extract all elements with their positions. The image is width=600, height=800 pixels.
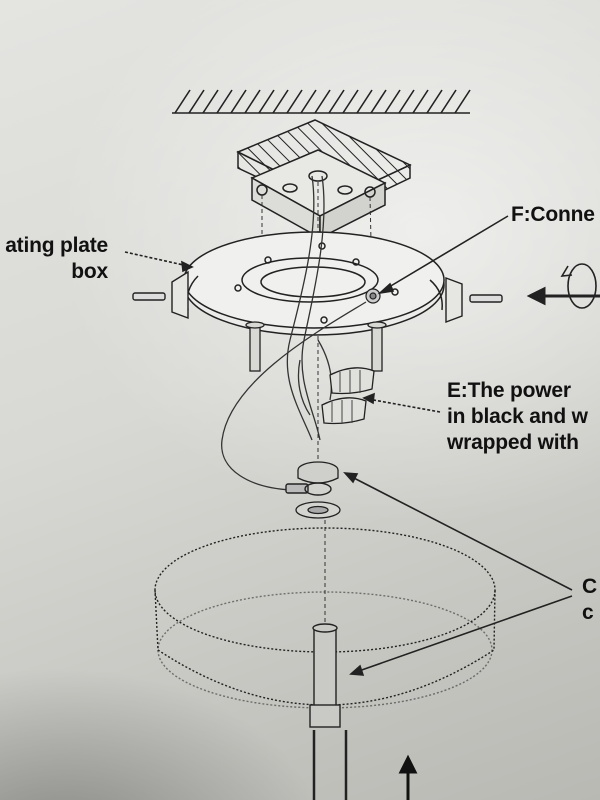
hex-nut (297, 461, 339, 484)
direction-arrow-left (526, 286, 600, 306)
label-f-line1: F:Conne (511, 203, 595, 226)
label-c-line1: C (582, 575, 597, 598)
label-e-line1: E:The power (447, 379, 571, 402)
down-rod (309, 623, 348, 800)
label-mounting-plate-line1: ating plate (5, 234, 108, 257)
junction-box (236, 119, 412, 240)
side-screw-right (445, 276, 503, 324)
photo-shadow (0, 520, 600, 800)
ring-terminal (285, 482, 332, 496)
ground-screw (365, 288, 381, 304)
label-e-line2: in black and w (447, 405, 588, 428)
label-c: C c (582, 574, 597, 626)
label-mounting-plate: ating plate box (0, 233, 108, 285)
leader-arrows (124, 215, 573, 676)
direction-arrow-up (398, 754, 418, 800)
mounting-plate (183, 231, 445, 336)
wires (221, 175, 367, 491)
wire-connector-bottom (321, 397, 367, 425)
side-screw-left (132, 270, 189, 320)
label-mounting-plate-line2: box (71, 260, 108, 283)
label-c-line2: c (582, 601, 594, 624)
label-e: E:The power in black and w wrapped with (447, 378, 588, 456)
rotate-icon (560, 263, 597, 309)
ceiling-hatch (172, 89, 471, 114)
label-e-line3: wrapped with (447, 431, 579, 454)
washer (295, 501, 341, 519)
wire-connector-top (329, 367, 375, 395)
label-f: F:Conne (511, 202, 595, 228)
mounting-screws (245, 321, 387, 372)
